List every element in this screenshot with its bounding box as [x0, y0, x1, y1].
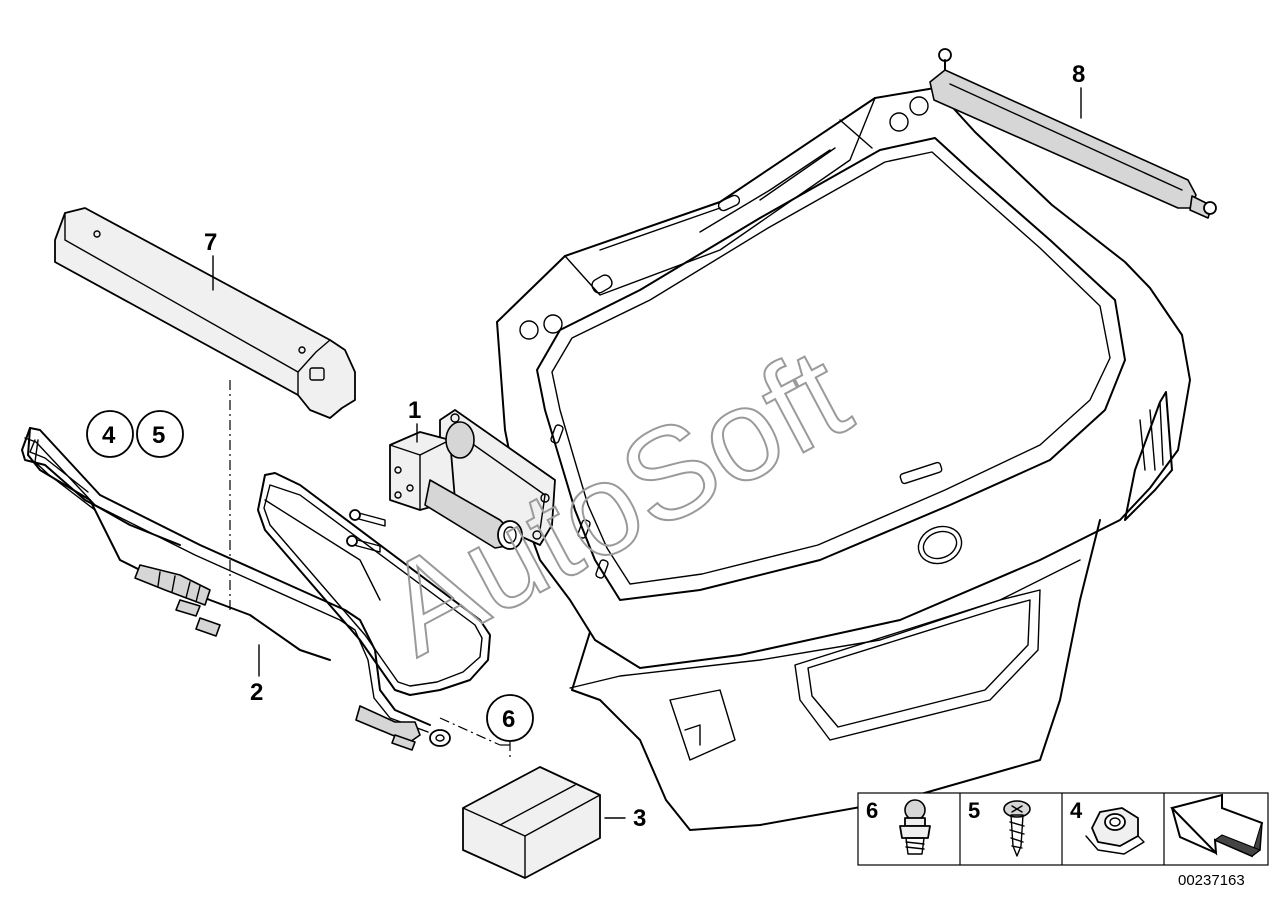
callout-8: 8 — [1072, 61, 1085, 119]
callout-6-circle: 6 — [486, 694, 534, 760]
part-2-wiring-harness — [21, 427, 451, 751]
svg-text:2: 2 — [250, 679, 263, 706]
legend-table: 6 5 4 — [857, 792, 1269, 866]
diagram-id: 00237163 — [1178, 872, 1245, 889]
bolt-stud-icon — [899, 799, 931, 855]
svg-text:4: 4 — [1070, 798, 1083, 823]
part-7-cover — [54, 207, 356, 419]
svg-text:6: 6 — [502, 706, 515, 733]
part-8-gas-strut — [929, 48, 1217, 219]
callout-5-circle: 5 — [136, 410, 184, 458]
svg-text:6: 6 — [866, 798, 878, 823]
svg-text:1: 1 — [408, 397, 421, 424]
svg-text:5: 5 — [152, 422, 165, 449]
part-3-control-unit — [462, 766, 601, 879]
callout-2: 2 — [250, 644, 263, 706]
svg-text:3: 3 — [633, 805, 646, 832]
callout-7: 7 — [204, 229, 217, 291]
callout-3: 3 — [604, 805, 646, 832]
svg-text:4: 4 — [102, 422, 116, 449]
screw-icon — [1003, 800, 1031, 857]
svg-text:8: 8 — [1072, 61, 1085, 88]
callout-4-circle: 4 — [86, 410, 134, 458]
direction-arrow-icon — [1170, 793, 1264, 858]
svg-text:7: 7 — [204, 229, 217, 256]
svg-text:5: 5 — [968, 798, 980, 823]
tailgate — [496, 87, 1191, 831]
legend-item-6: 6 — [866, 798, 931, 855]
harness-loop — [257, 472, 491, 696]
hex-nut-icon — [1085, 807, 1145, 855]
part-1-drive-unit — [346, 409, 556, 553]
legend-item-5: 5 — [968, 798, 1031, 857]
legend-item-4: 4 — [1070, 798, 1145, 855]
callout-1: 1 — [408, 397, 421, 443]
